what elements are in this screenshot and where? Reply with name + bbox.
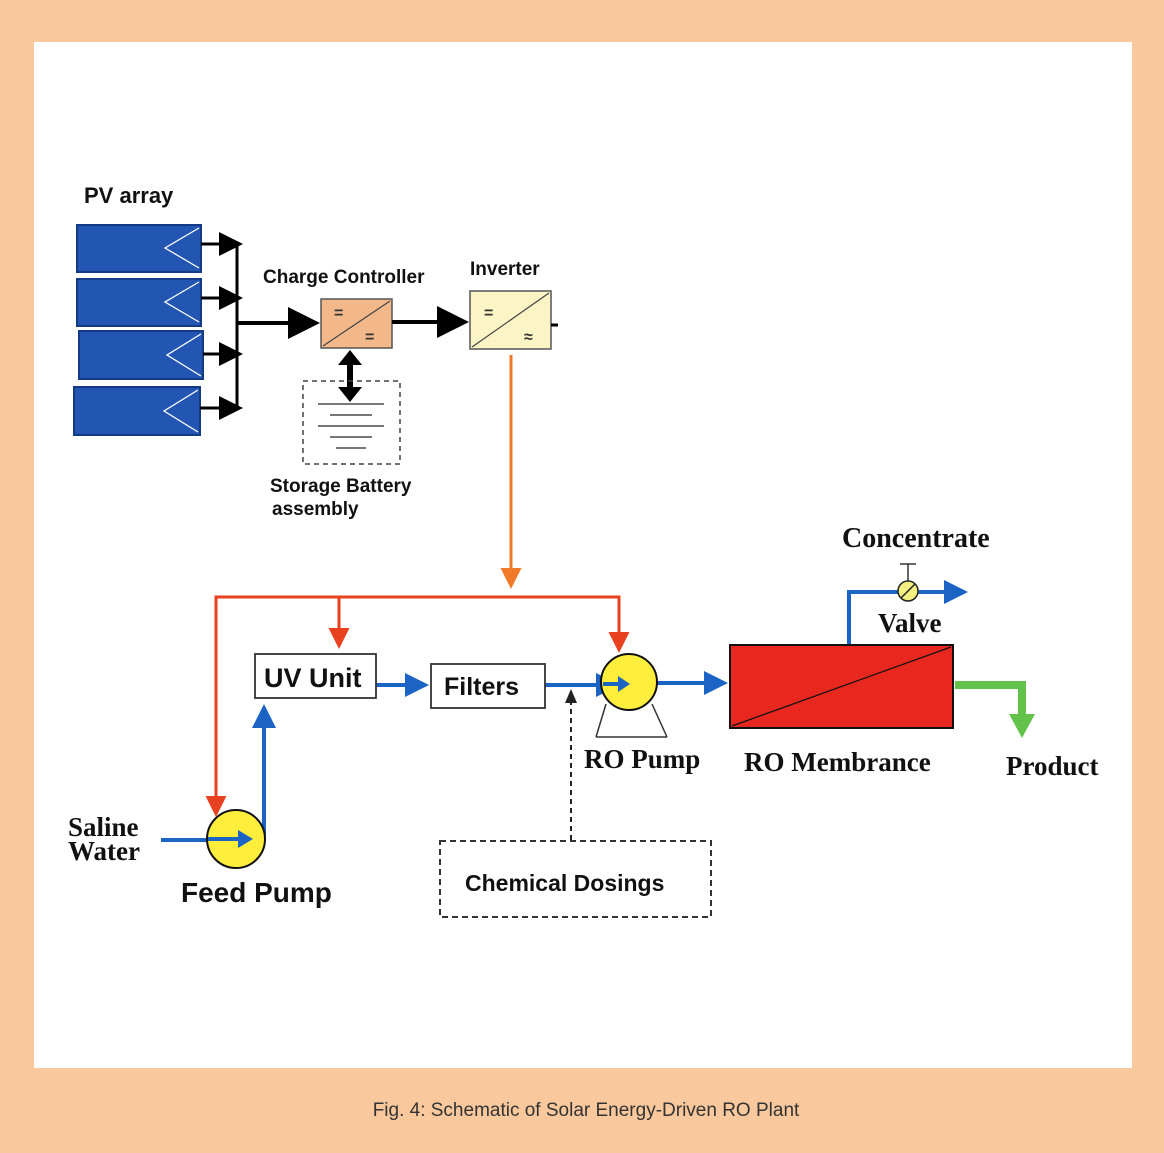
uv-unit-label: UV Unit bbox=[264, 663, 362, 693]
charge-controller: = = bbox=[320, 298, 393, 349]
dc-symbol: = bbox=[484, 305, 493, 322]
pv-panel bbox=[78, 330, 204, 380]
battery-arrow-head-down bbox=[338, 387, 362, 402]
ro-pump bbox=[595, 653, 668, 738]
filters-label: Filters bbox=[444, 673, 519, 701]
storage-battery bbox=[302, 380, 401, 465]
pv-panel bbox=[73, 386, 201, 436]
dc-symbol: = bbox=[365, 329, 374, 346]
pv-bus-connector bbox=[200, 232, 320, 420]
figure-caption: Fig. 4: Schematic of Solar Energy-Driven… bbox=[373, 1100, 800, 1121]
ro-pump-label: RO Pump bbox=[584, 744, 700, 774]
battery-arrow-head-up bbox=[338, 350, 362, 365]
saline-water-label: Saline bbox=[68, 812, 139, 842]
pv-array-label: PV array bbox=[84, 183, 174, 208]
chemical-dosings-box bbox=[439, 840, 712, 918]
pv-panel bbox=[76, 278, 202, 327]
valve-label: Valve bbox=[878, 608, 942, 638]
feed-pump bbox=[206, 809, 266, 869]
power-supply-lines bbox=[205, 355, 630, 817]
diagram-panel bbox=[34, 42, 1132, 1068]
water-flow-lines bbox=[161, 580, 968, 852]
product-label: Product bbox=[1006, 751, 1099, 781]
ro-membrane bbox=[729, 644, 954, 729]
pv-array bbox=[73, 224, 204, 436]
product-line bbox=[955, 681, 1035, 738]
chemical-dosing-arrow-head bbox=[565, 689, 577, 703]
dc-symbol: = bbox=[334, 305, 343, 322]
storage-battery-label: Storage Battery bbox=[270, 476, 412, 497]
chemical-dosings-label: Chemical Dosings bbox=[465, 870, 664, 896]
pv-panel bbox=[76, 224, 202, 273]
valve bbox=[897, 563, 919, 602]
uv-unit-box bbox=[254, 653, 377, 699]
concentrate-label: Concentrate bbox=[842, 523, 990, 554]
inverter-label: Inverter bbox=[470, 259, 540, 280]
saline-water-label-line2: Water bbox=[68, 836, 140, 866]
ro-membrance-label: RO Membrance bbox=[744, 747, 931, 777]
ac-symbol: ≈ bbox=[524, 329, 533, 346]
inverter: = ≈ bbox=[469, 290, 558, 350]
filters-box bbox=[430, 663, 546, 709]
charge-controller-label: Charge Controller bbox=[263, 267, 425, 288]
feed-pump-label: Feed Pump bbox=[181, 877, 332, 908]
storage-battery-label-line2: assembly bbox=[272, 499, 359, 520]
